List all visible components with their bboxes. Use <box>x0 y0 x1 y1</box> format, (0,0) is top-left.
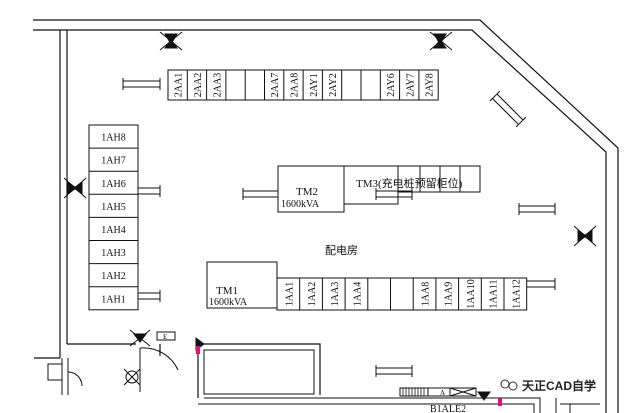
transformer-tm1: TM1 1600kVA <box>206 261 278 309</box>
tm2-rating: 1600kVA <box>281 199 320 210</box>
cable-trench <box>198 349 600 413</box>
left-cabinet-label: 1AH7 <box>101 156 125 167</box>
watermark-text: 天正CAD自学 <box>522 378 596 393</box>
top-cabinet-label: 2AY6 <box>386 73 397 97</box>
distribution-panel: A B1ALE2 <box>399 387 477 413</box>
left-cabinet-label: 1AH8 <box>101 133 125 144</box>
watermark: 天正CAD自学 <box>500 378 596 393</box>
left-cabinet-label: 1AH5 <box>101 202 125 213</box>
left-cabinet-column: 1AH8 1AH7 1AH6 1AH5 1AH4 1AH3 1AH2 1AH1 <box>88 124 139 311</box>
door-tag: E <box>156 331 176 341</box>
lower-left-structure <box>47 347 179 395</box>
left-cabinet-label: 1AH3 <box>101 248 125 259</box>
bottom-cabinet-label: 1AA1 <box>284 282 295 306</box>
lamp-bottom <box>477 391 491 401</box>
tm2-name: TM2 <box>296 186 318 198</box>
top-cabinet-label: 2AY2 <box>328 73 339 97</box>
bottom-cabinet-row: 1AA1 1AA2 1AA3 1AA4 1AA8 1AA9 1AA10 1AA11 1AA12 <box>276 277 528 311</box>
top-cabinet-label: 2AA8 <box>289 73 300 97</box>
panel-small-label: A <box>440 389 445 397</box>
top-cabinet-label: 2AA2 <box>193 73 204 97</box>
marker-trench <box>498 398 502 406</box>
top-cabinet-label: 2AA7 <box>270 73 281 97</box>
tm1-rating: 1600kVA <box>209 297 248 308</box>
bottom-cabinet-label: 1AA3 <box>330 282 341 306</box>
top-cabinet-label: 2AA1 <box>174 73 185 97</box>
bottom-cabinet-label: 1AA2 <box>307 282 318 306</box>
bottom-cabinet-label: 1AA8 <box>421 282 432 306</box>
left-cabinet-label: 1AH1 <box>101 294 125 305</box>
bottom-cabinet-label: 1AA4 <box>352 282 363 306</box>
light-6 <box>375 188 413 200</box>
tm3-label: TM3(充电桩预留柜位) <box>356 176 463 190</box>
room-label: 配电房 <box>325 244 358 257</box>
bottom-cabinet-label: 1AA12 <box>511 279 522 308</box>
top-cabinet-label: 2AY1 <box>309 73 320 97</box>
light-12 <box>489 90 527 128</box>
outer-walls <box>33 19 619 413</box>
top-cabinet-label: 2AY8 <box>425 73 436 97</box>
left-cabinet-label: 1AH2 <box>101 271 125 282</box>
door-tag-label: E <box>163 333 167 341</box>
bottom-cabinet-label: 1AA9 <box>443 282 454 306</box>
marker-door <box>196 346 200 354</box>
top-cabinet-label: 2AY7 <box>405 73 416 97</box>
tm1-name: TM1 <box>216 285 238 297</box>
left-cabinet-label: 1AH4 <box>101 225 125 236</box>
light-5 <box>242 188 279 200</box>
light-1 <box>122 78 161 90</box>
light-9 <box>518 203 556 215</box>
bottom-cabinet-label: 1AA11 <box>489 279 500 308</box>
fluorescent-lights <box>122 78 556 377</box>
left-cabinet-label: 1AH6 <box>101 179 125 190</box>
top-cabinet-label: 2AA3 <box>212 73 223 97</box>
reserved-cabinet: TM3(充电桩预留柜位) <box>356 165 481 193</box>
bottom-cabinet-label: 1AA10 <box>466 279 477 308</box>
top-cabinet-row: 2AA1 2AA2 2AA3 2AA7 2AA8 2AY1 2AY2 2AY6 2AY7 2AY8 <box>167 69 439 101</box>
light-11 <box>375 365 413 377</box>
panel-label: B1ALE2 <box>430 404 466 413</box>
transformer-tm2: TM2 1600kVA <box>277 165 399 213</box>
